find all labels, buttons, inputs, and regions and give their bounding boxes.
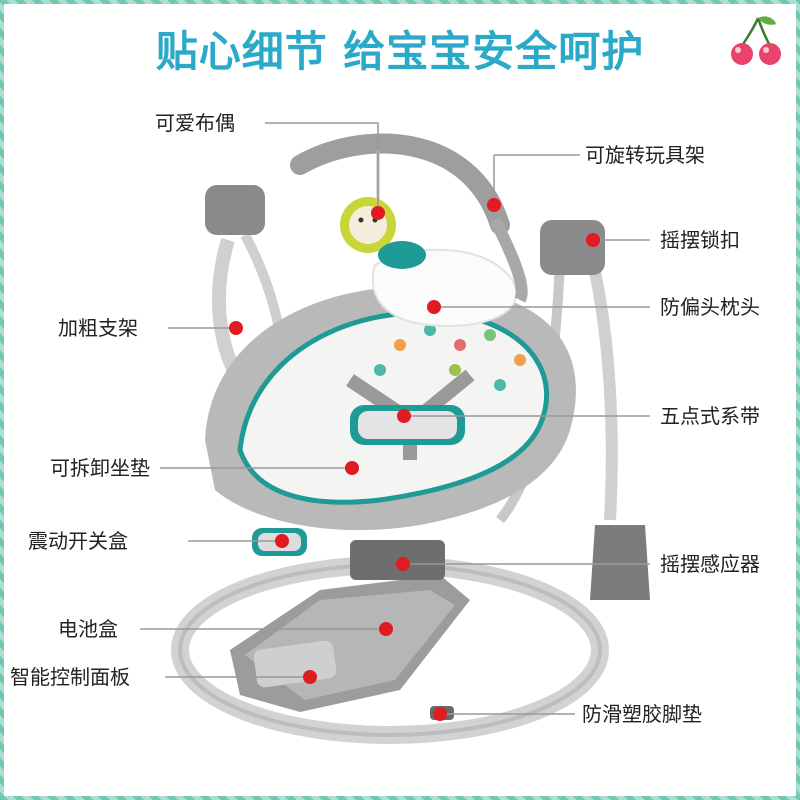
label-swing-lock: 摇摆锁扣 bbox=[660, 228, 740, 252]
right-pole bbox=[584, 248, 618, 521]
toy-bar bbox=[290, 133, 510, 235]
dino-toy bbox=[378, 241, 426, 269]
label-vibration-box: 震动开关盒 bbox=[28, 529, 128, 553]
label-battery-box: 电池盒 bbox=[58, 617, 118, 641]
label-removable-pad: 可拆卸坐垫 bbox=[50, 456, 150, 480]
cherry-icon bbox=[731, 16, 781, 65]
left-hub bbox=[205, 185, 265, 235]
label-five-point-harness: 五点式系带 bbox=[660, 404, 760, 428]
label-swing-sensor: 摇摆感应器 bbox=[660, 552, 760, 576]
label-doll: 可爱布偶 bbox=[155, 111, 235, 135]
label-control-panel: 智能控制面板 bbox=[10, 665, 130, 689]
label-anti-slip-feet: 防滑塑胶脚垫 bbox=[582, 702, 702, 726]
page-title: 贴心细节 给宝宝安全呵护 bbox=[155, 27, 645, 76]
label-thick-frame: 加粗支架 bbox=[58, 316, 138, 340]
label-rotating-toy-bar: 可旋转玩具架 bbox=[585, 143, 705, 167]
right-hub bbox=[540, 220, 605, 275]
red-dot-marker bbox=[229, 198, 600, 721]
sensor-post bbox=[590, 525, 650, 600]
label-anti-tilt-pillow: 防偏头枕头 bbox=[660, 295, 760, 319]
